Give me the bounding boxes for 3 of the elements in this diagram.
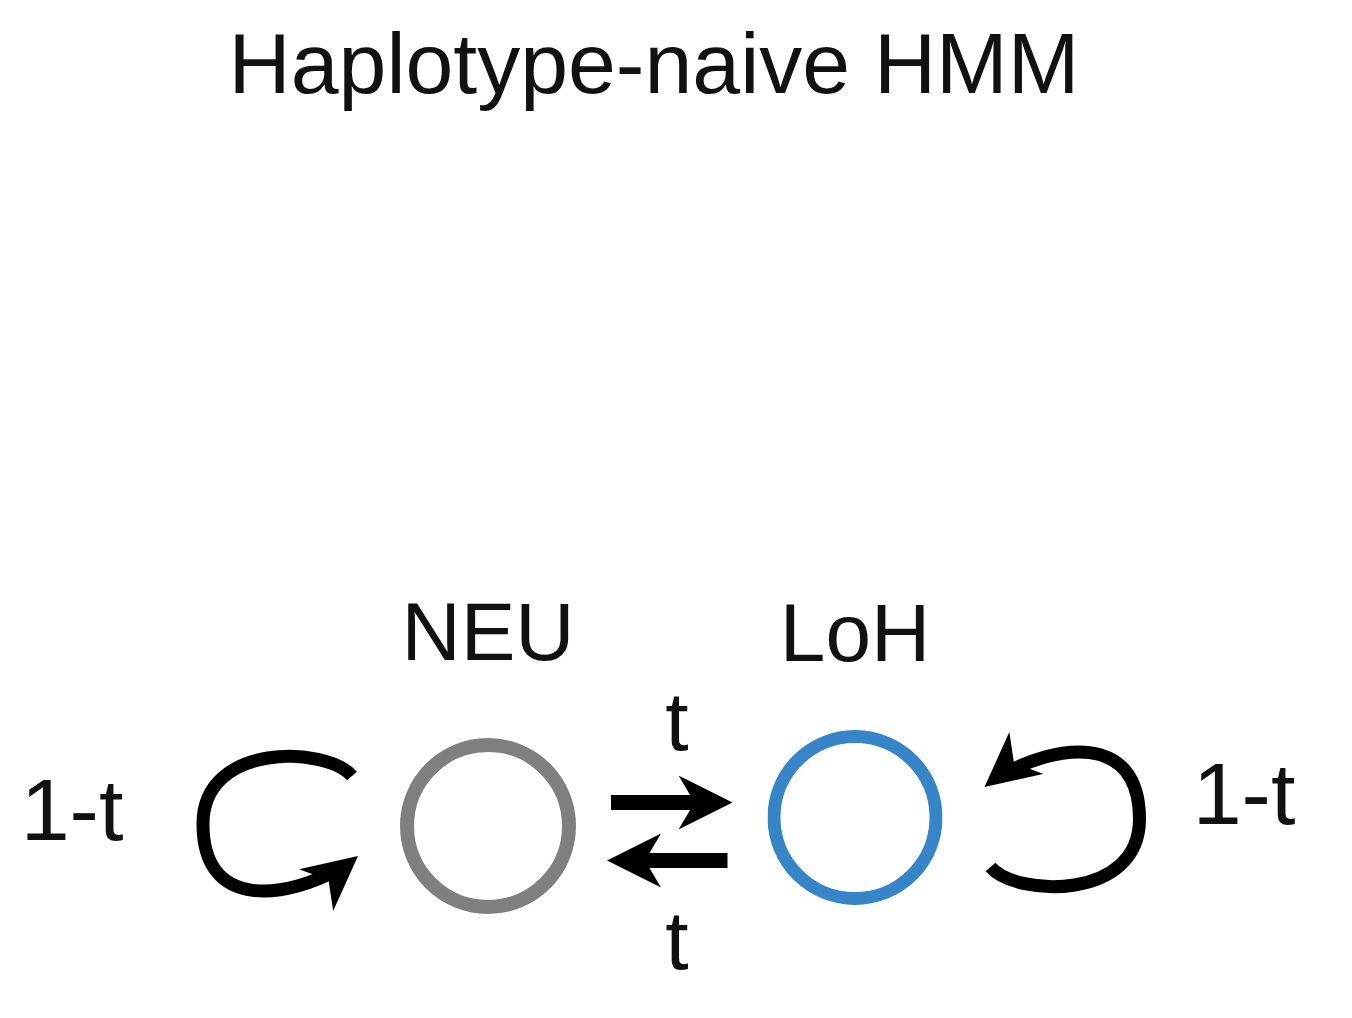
transition-arrow (607, 833, 728, 888)
transition-arrow (611, 775, 733, 830)
diagram-title: Haplotype-naive HMM (228, 14, 1080, 113)
